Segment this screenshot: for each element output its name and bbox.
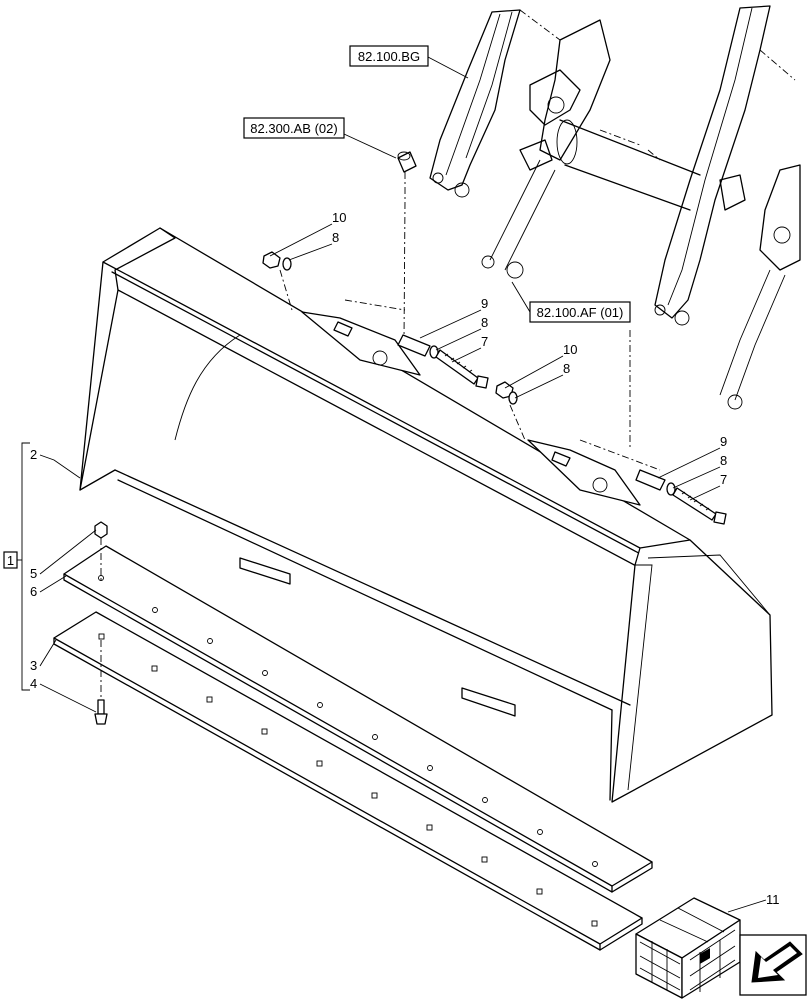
hardware-left-group bbox=[262, 251, 489, 389]
svg-text:82.100.AF (01): 82.100.AF (01) bbox=[537, 305, 624, 320]
svg-text:2: 2 bbox=[30, 447, 37, 462]
svg-text:4: 4 bbox=[30, 676, 37, 691]
cutting-edge-upper bbox=[63, 545, 653, 893]
svg-text:5: 5 bbox=[30, 566, 37, 581]
callout-bracket: 1 bbox=[3, 442, 30, 691]
pin-9a bbox=[397, 334, 431, 357]
reference-82-100-af[interactable]: 82.100.AF (01) bbox=[511, 281, 631, 323]
hardware-right-group bbox=[495, 381, 727, 525]
bushing bbox=[397, 151, 417, 173]
svg-text:82.100.BG: 82.100.BG bbox=[358, 49, 420, 64]
nut-5 bbox=[94, 521, 108, 580]
svg-text:3: 3 bbox=[30, 658, 37, 673]
svg-text:6: 6 bbox=[30, 584, 37, 599]
svg-text:7: 7 bbox=[720, 472, 727, 487]
bucket bbox=[79, 227, 773, 803]
bolt-4 bbox=[94, 640, 108, 725]
svg-text:9: 9 bbox=[481, 296, 488, 311]
svg-text:9: 9 bbox=[720, 434, 727, 449]
callout-labels: 2 5 6 3 4 10 8 9 8 7 10 8 9 8 7 11 bbox=[30, 210, 780, 913]
svg-text:8: 8 bbox=[332, 230, 339, 245]
assembly-centerlines bbox=[279, 172, 661, 471]
svg-text:10: 10 bbox=[563, 342, 577, 357]
svg-text:8: 8 bbox=[563, 361, 570, 376]
svg-text:8: 8 bbox=[720, 453, 727, 468]
shipping-crate-icon bbox=[635, 897, 741, 999]
svg-text:10: 10 bbox=[332, 210, 346, 225]
svg-text:1: 1 bbox=[7, 553, 14, 568]
svg-text:8: 8 bbox=[481, 315, 488, 330]
reference-82-300-ab[interactable]: 82.300.AB (02) bbox=[243, 117, 397, 159]
svg-text:7: 7 bbox=[481, 334, 488, 349]
nut-10a bbox=[262, 251, 281, 269]
reference-82-100-bg[interactable]: 82.100.BG bbox=[349, 45, 469, 79]
loader-arm-assembly bbox=[429, 5, 801, 410]
cutting-edge-lower bbox=[53, 611, 643, 951]
svg-text:82.300.AB (02): 82.300.AB (02) bbox=[250, 121, 337, 136]
svg-text:11: 11 bbox=[766, 892, 780, 907]
arrow-down-left-icon[interactable] bbox=[739, 934, 807, 996]
